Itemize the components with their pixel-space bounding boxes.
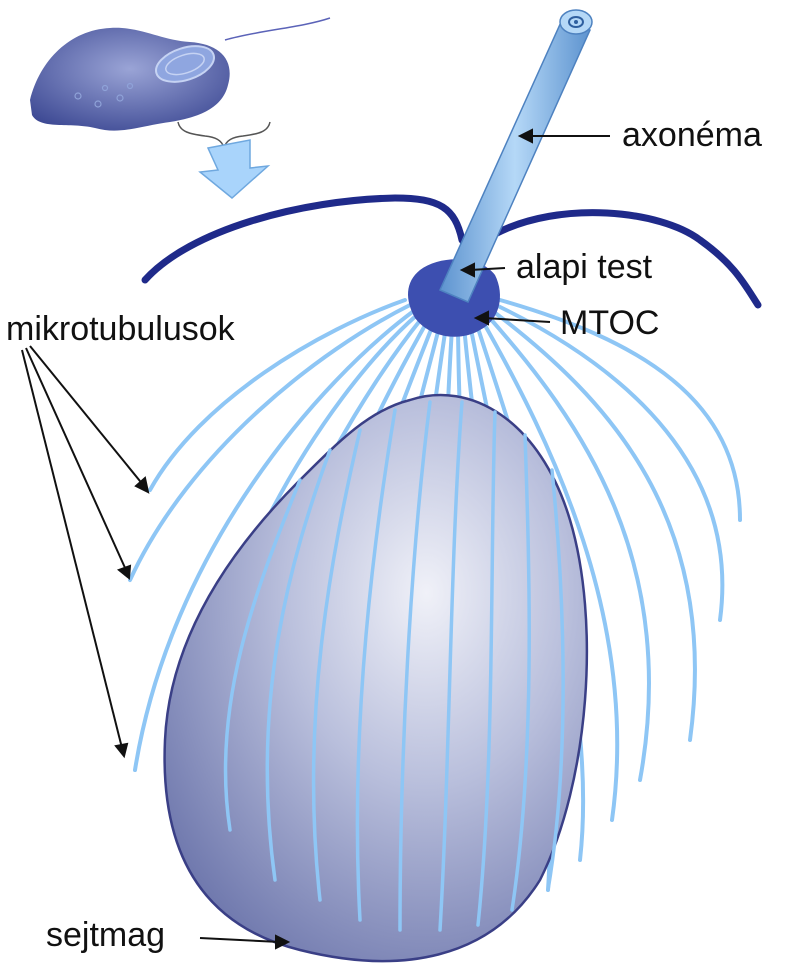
axonema-label: axonéma bbox=[622, 118, 762, 152]
nucleus bbox=[165, 395, 587, 961]
down-arrow-icon bbox=[178, 122, 270, 198]
mtoc-label: MTOC bbox=[560, 306, 659, 340]
microtubules-label: mikrotubulusok bbox=[6, 312, 235, 346]
cell-thumbnail-icon bbox=[30, 18, 330, 131]
nucleus-label: sejtmag bbox=[46, 918, 165, 952]
basal-body-label: alapi test bbox=[516, 250, 652, 284]
